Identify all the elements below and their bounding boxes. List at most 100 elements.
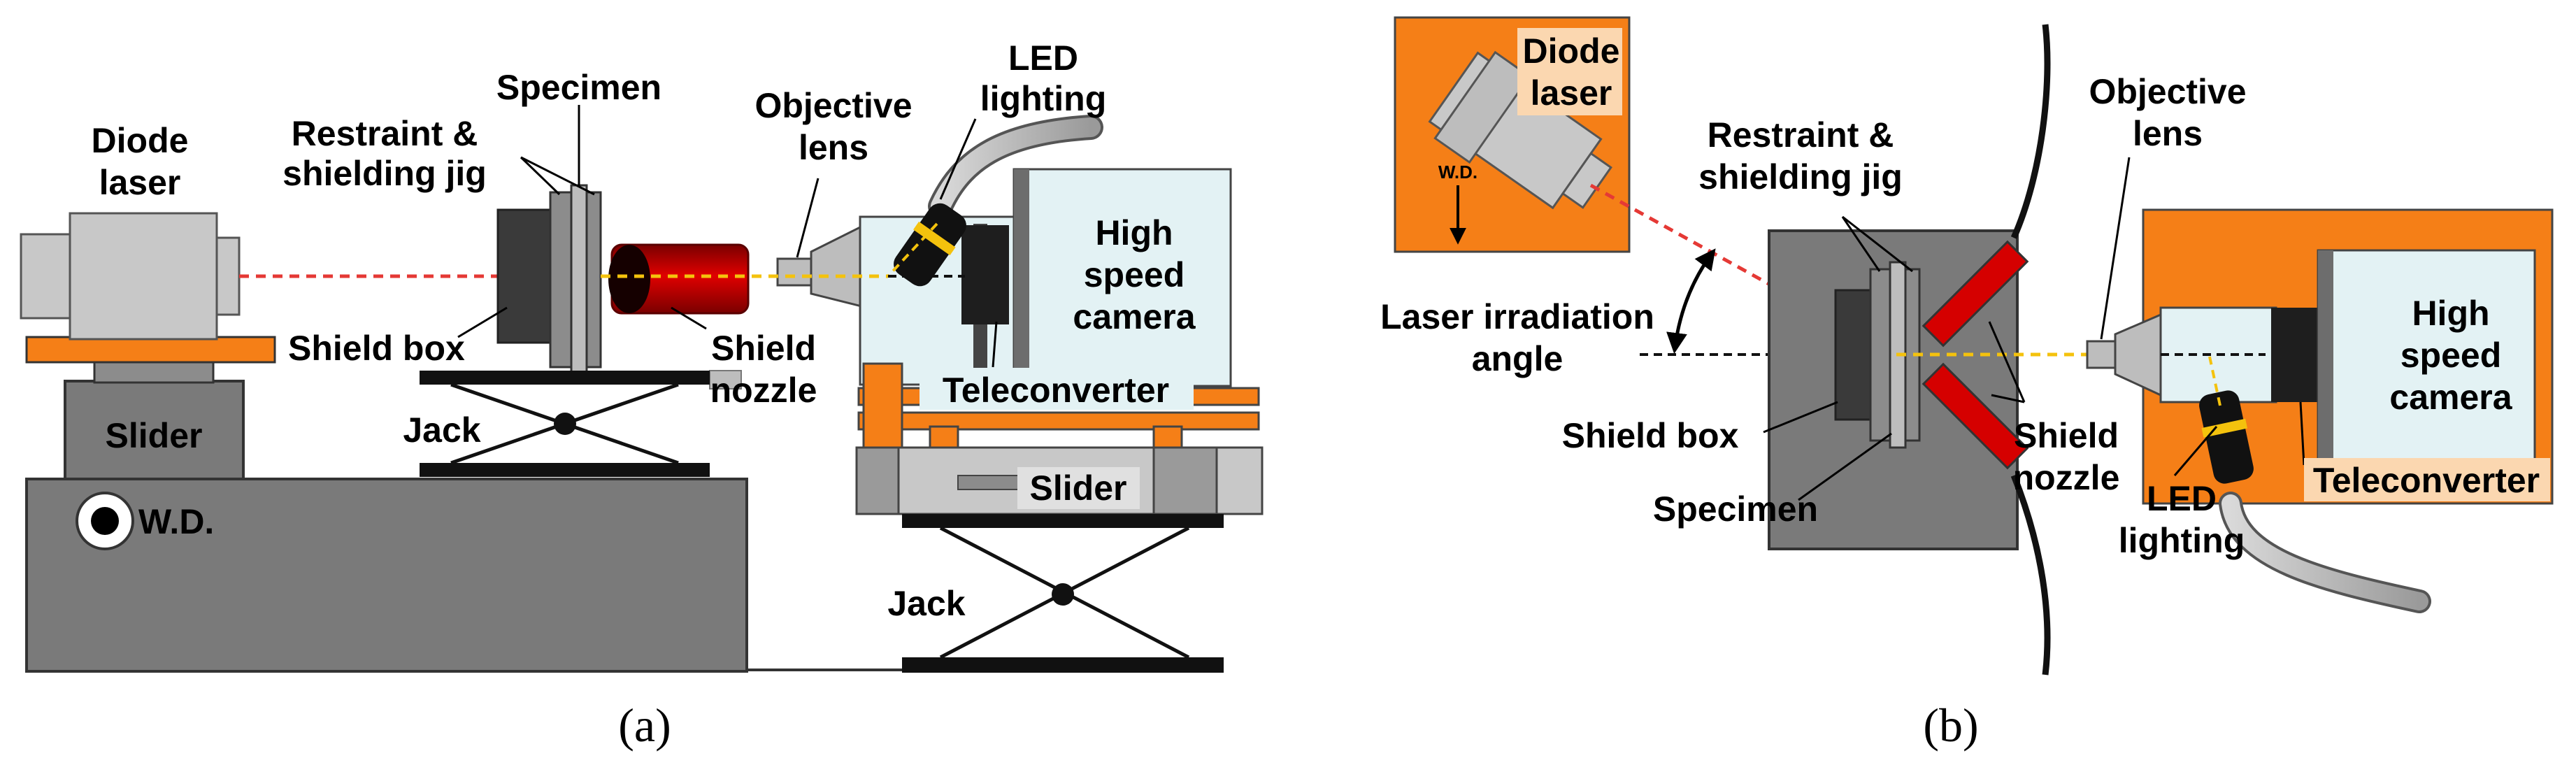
panel-b: Diode laser W.D. Restraint & shielding j… — [1380, 16, 2554, 752]
diode-laser-b — [1428, 50, 1612, 210]
label-teleconverter-b: Teleconverter — [2313, 461, 2540, 500]
camera-side-panel-a — [1014, 169, 1029, 386]
label-camera-b-1: High — [2412, 294, 2489, 333]
diode-label-bg-b — [1517, 28, 1622, 115]
label-slider-right: Slider — [1030, 469, 1127, 508]
label-specimen-a: Specimen — [496, 68, 661, 107]
label-objective-lens-b-1: Objective — [2089, 72, 2246, 111]
label-diode-laser-a-2: laser — [99, 163, 181, 202]
nozzle-tube-lower — [2010, 474, 2051, 676]
label-led-lighting-a-2: lighting — [980, 79, 1107, 118]
orange-plate-left — [25, 336, 276, 364]
objective-lens-tip-b — [2086, 340, 2117, 369]
label-restraint-jig-b-2: shielding jig — [1698, 157, 1903, 196]
label-diode-laser-b-2: laser — [1531, 73, 1612, 113]
label-restraint-jig-a-2: shielding jig — [282, 154, 487, 193]
leader-lens-b — [2100, 157, 2131, 340]
jack-right-bottom — [902, 657, 1224, 673]
shield-box-b — [1834, 289, 1872, 421]
shield-nozzle-b-upper — [1922, 240, 2029, 348]
teleconv-label-bg-b — [2304, 458, 2550, 501]
jack-left-pivot — [554, 413, 576, 435]
angle-arc — [1666, 248, 1716, 354]
label-teleconverter-a: Teleconverter — [943, 371, 1169, 410]
label-slider-left: Slider — [106, 416, 203, 455]
led-ring-a — [913, 221, 956, 256]
leader-jig-a1 — [520, 156, 561, 196]
label-shield-nozzle-a-1: Shield — [711, 329, 816, 368]
label-shield-nozzle-b-1: Shield — [2014, 416, 2119, 455]
jack-left-top — [420, 371, 710, 385]
label-shield-nozzle-a-2: nozzle — [710, 371, 817, 410]
objective-lens-b — [2114, 313, 2162, 397]
label-restraint-jig-b-1: Restraint & — [1708, 115, 1894, 155]
leader-jig-b1 — [1841, 216, 1881, 272]
slider-right-left-block — [855, 446, 900, 515]
leader-specimen-b — [1798, 432, 1892, 501]
slider-right-label-bg — [1017, 467, 1140, 509]
label-led-lighting-b-2: lighting — [2119, 521, 2245, 560]
label-jack-left: Jack — [403, 410, 480, 450]
jack-right-top — [902, 514, 1224, 528]
wd-symbol-dot-icon — [91, 507, 119, 535]
objective-lens-tip-a — [776, 257, 813, 287]
slider-left-block — [64, 380, 245, 480]
label-specimen-b: Specimen — [1653, 489, 1818, 529]
leader-teleconv-b — [2299, 401, 2305, 466]
leader-teleconv-a — [992, 321, 998, 368]
label-laser-angle-2: angle — [1472, 339, 1564, 378]
teleconv-label-bg-a — [920, 368, 1194, 410]
shield-box-a — [496, 208, 552, 344]
restraint-jig-a — [549, 191, 573, 369]
objective-lens-a — [810, 222, 868, 309]
label-camera-a-3: camera — [1073, 297, 1196, 336]
led-beam-b — [2208, 356, 2221, 406]
shield-nozzle-opening — [608, 245, 650, 313]
leader-lens-a — [796, 178, 820, 258]
led-ring-b — [2201, 418, 2248, 438]
led-body-b — [2199, 390, 2254, 484]
caption-b: (b) — [1923, 699, 1978, 752]
base-table — [25, 478, 748, 673]
label-objective-lens-b-2: lens — [2133, 114, 2203, 153]
camera-connector-a — [961, 225, 1009, 324]
restraint-jig-b — [1869, 268, 1891, 442]
diode-laser-side — [20, 233, 73, 320]
leader-jig-b2 — [1842, 215, 1913, 273]
leader-nozzle-b1 — [1988, 321, 2026, 403]
leader-led-b — [2173, 426, 2218, 476]
label-led-lighting-a-1: LED — [1008, 38, 1078, 78]
nozzle-tube-upper — [2010, 24, 2051, 239]
label-shield-box-a: Shield box — [288, 329, 465, 368]
leader-jig-a2 — [520, 156, 595, 196]
led-body-a — [894, 203, 966, 287]
label-objective-lens-a-2: lens — [799, 128, 868, 167]
label-camera-a-1: High — [1095, 213, 1173, 252]
leader-nozzle-a — [671, 306, 707, 330]
jack-left-bottom — [420, 463, 710, 477]
orange-post-left — [862, 362, 903, 449]
label-laser-angle-1: Laser irradiation — [1380, 297, 1654, 336]
specimen-a — [570, 184, 588, 374]
high-speed-camera-a — [1012, 168, 1232, 387]
orange-rail-a2 — [857, 411, 1260, 431]
slider-right-right-block — [1152, 446, 1218, 515]
label-diode-laser-a-1: Diode — [92, 121, 189, 160]
led-cable-b-inner — [2221, 494, 2428, 610]
label-wd-a: W.D. — [138, 502, 214, 541]
leader-led-a — [939, 118, 977, 200]
label-diode-laser-b-1: Diode — [1523, 31, 1620, 71]
label-jack-right: Jack — [887, 584, 965, 623]
led-beam-a — [887, 222, 938, 278]
jack-right-pivot — [1052, 583, 1074, 606]
label-wd-b: W.D. — [1438, 162, 1477, 183]
diode-laser-head — [215, 236, 241, 316]
label-camera-a-2: speed — [1084, 255, 1185, 294]
label-objective-lens-a-1: Objective — [754, 86, 912, 125]
panel-a: Diode laser Specimen Restraint & shieldi… — [20, 38, 1264, 752]
caption-a: (a) — [618, 699, 671, 752]
label-camera-b-3: camera — [2389, 378, 2512, 417]
slider-left-top — [93, 359, 215, 384]
leader-nozzle-b2 — [1991, 394, 2025, 403]
